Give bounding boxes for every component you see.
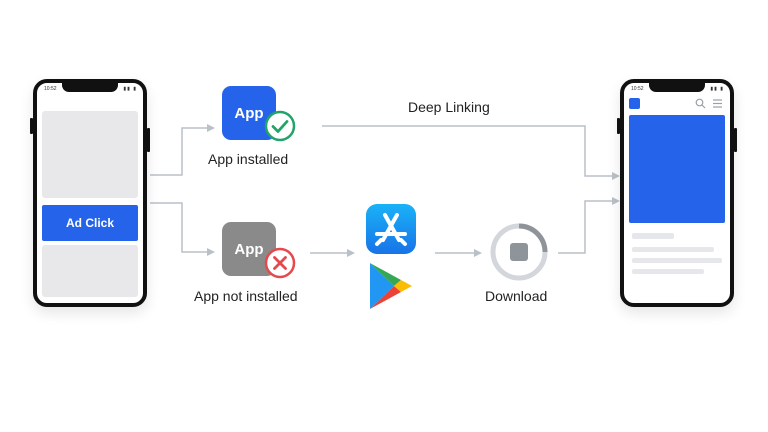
- arrowhead-store: [347, 249, 355, 257]
- menu-icon[interactable]: [712, 98, 723, 109]
- text-line-placeholder: [632, 247, 714, 252]
- app-logo: [629, 98, 640, 109]
- left-phone-side-button: [30, 118, 33, 134]
- left-phone: 10:52 ▮▮ ▮ Ad Click: [33, 79, 147, 307]
- connector-deep-linking: [322, 125, 612, 177]
- arrowhead-installed: [207, 124, 215, 132]
- arrowhead-download: [474, 249, 482, 257]
- status-icons: ▮▮ ▮: [123, 86, 137, 92]
- connector-download-to-phone: [558, 200, 612, 254]
- search-icon[interactable]: [695, 98, 706, 109]
- connector-to-not-installed: [150, 202, 207, 253]
- arrowhead-deep-linking: [612, 172, 620, 180]
- status-icons: ▮▮ ▮: [710, 86, 724, 92]
- content-placeholder-top: [42, 111, 138, 198]
- app-not-installed-caption: App not installed: [194, 288, 298, 304]
- left-phone-side-button-2: [147, 128, 150, 152]
- download-progress-icon: [490, 223, 548, 281]
- check-badge-icon: [264, 110, 296, 142]
- ad-click-button[interactable]: Ad Click: [42, 205, 138, 241]
- app-store-icon[interactable]: [366, 204, 416, 254]
- hero-content-block: [629, 115, 725, 223]
- phone-notch: [649, 83, 705, 92]
- app-label: App: [234, 240, 264, 258]
- deep-linking-label: Deep Linking: [408, 99, 490, 115]
- app-label: App: [234, 104, 264, 122]
- download-caption: Download: [485, 288, 548, 304]
- error-badge-icon: [264, 247, 296, 279]
- status-time: 10:52: [631, 86, 644, 92]
- arrowhead-not-installed: [207, 248, 215, 256]
- phone-notch: [62, 83, 118, 92]
- content-placeholder-bottom: [42, 245, 138, 297]
- status-time: 10:52: [44, 86, 57, 92]
- text-line-placeholder: [632, 269, 704, 274]
- connector-to-installed: [150, 127, 207, 176]
- arrowhead-download-phone: [612, 197, 620, 205]
- text-line-placeholder: [632, 258, 722, 263]
- right-phone-side-button-2: [734, 128, 737, 152]
- text-line-placeholder: [632, 233, 674, 239]
- google-play-icon[interactable]: [368, 261, 414, 311]
- right-phone-side-button: [617, 118, 620, 134]
- right-phone: 10:52 ▮▮ ▮: [620, 79, 734, 307]
- app-installed-caption: App installed: [208, 151, 289, 167]
